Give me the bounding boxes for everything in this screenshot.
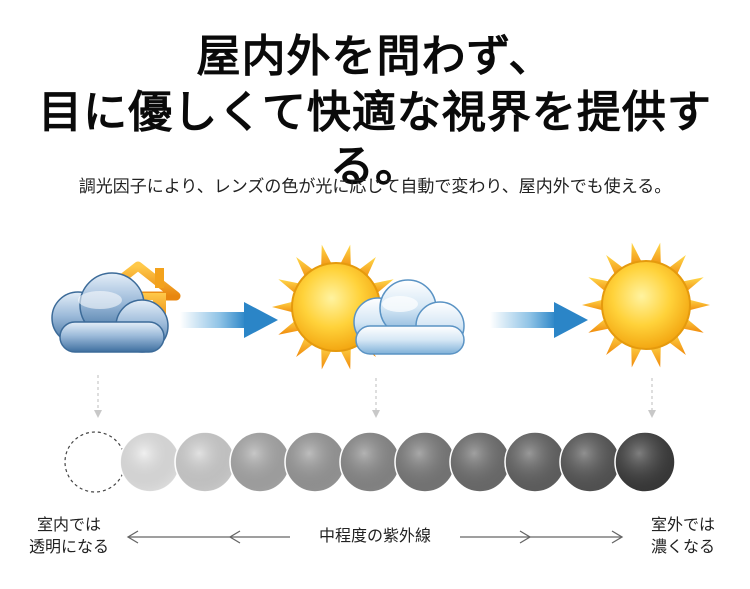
sun-ray xyxy=(582,298,607,312)
headline-line2: 目に優しくて快適な視界を提供する。 xyxy=(38,87,712,192)
outdoor-label: 室外では 濃くなる xyxy=(628,514,738,558)
arrow-right-icon xyxy=(490,302,588,338)
drop-lines xyxy=(97,375,653,412)
outdoor-label-line1: 室外では xyxy=(650,515,715,534)
lens-highlight xyxy=(231,433,289,491)
lens-highlight xyxy=(396,433,454,491)
headline-line1: 屋内外を問わず、 xyxy=(196,31,554,82)
indoor-label-line2: 透明になる xyxy=(28,537,109,556)
lens-highlight xyxy=(341,433,399,491)
middle-uv-label: 中程度の紫外線 xyxy=(290,525,460,547)
lens-highlight xyxy=(121,433,179,491)
cloud-house-icon xyxy=(51,261,181,353)
drop-arrowheads xyxy=(94,410,656,418)
subtitle: 調光因子により、レンズの色が光に応じて自動で変わり、屋内外でも使える。 xyxy=(78,177,672,197)
lens-highlight xyxy=(176,433,234,491)
lens-highlight xyxy=(616,433,674,491)
lens-highlight xyxy=(451,433,509,491)
clear-lens xyxy=(64,431,126,493)
indoor-label: 室内では 透明になる xyxy=(14,514,124,558)
indoor-label-line1: 室内では xyxy=(36,515,101,534)
sun-ray xyxy=(272,300,297,314)
arrow-right-icon xyxy=(180,302,278,338)
outdoor-label-line2: 濃くなる xyxy=(650,537,715,556)
sun-icon xyxy=(582,242,710,368)
sun-ray xyxy=(685,298,710,312)
lens-highlight xyxy=(506,433,564,491)
lens-highlight xyxy=(561,433,619,491)
lens-row xyxy=(64,431,676,493)
lens-highlight xyxy=(286,433,344,491)
sun-cloud-icon xyxy=(272,244,465,370)
